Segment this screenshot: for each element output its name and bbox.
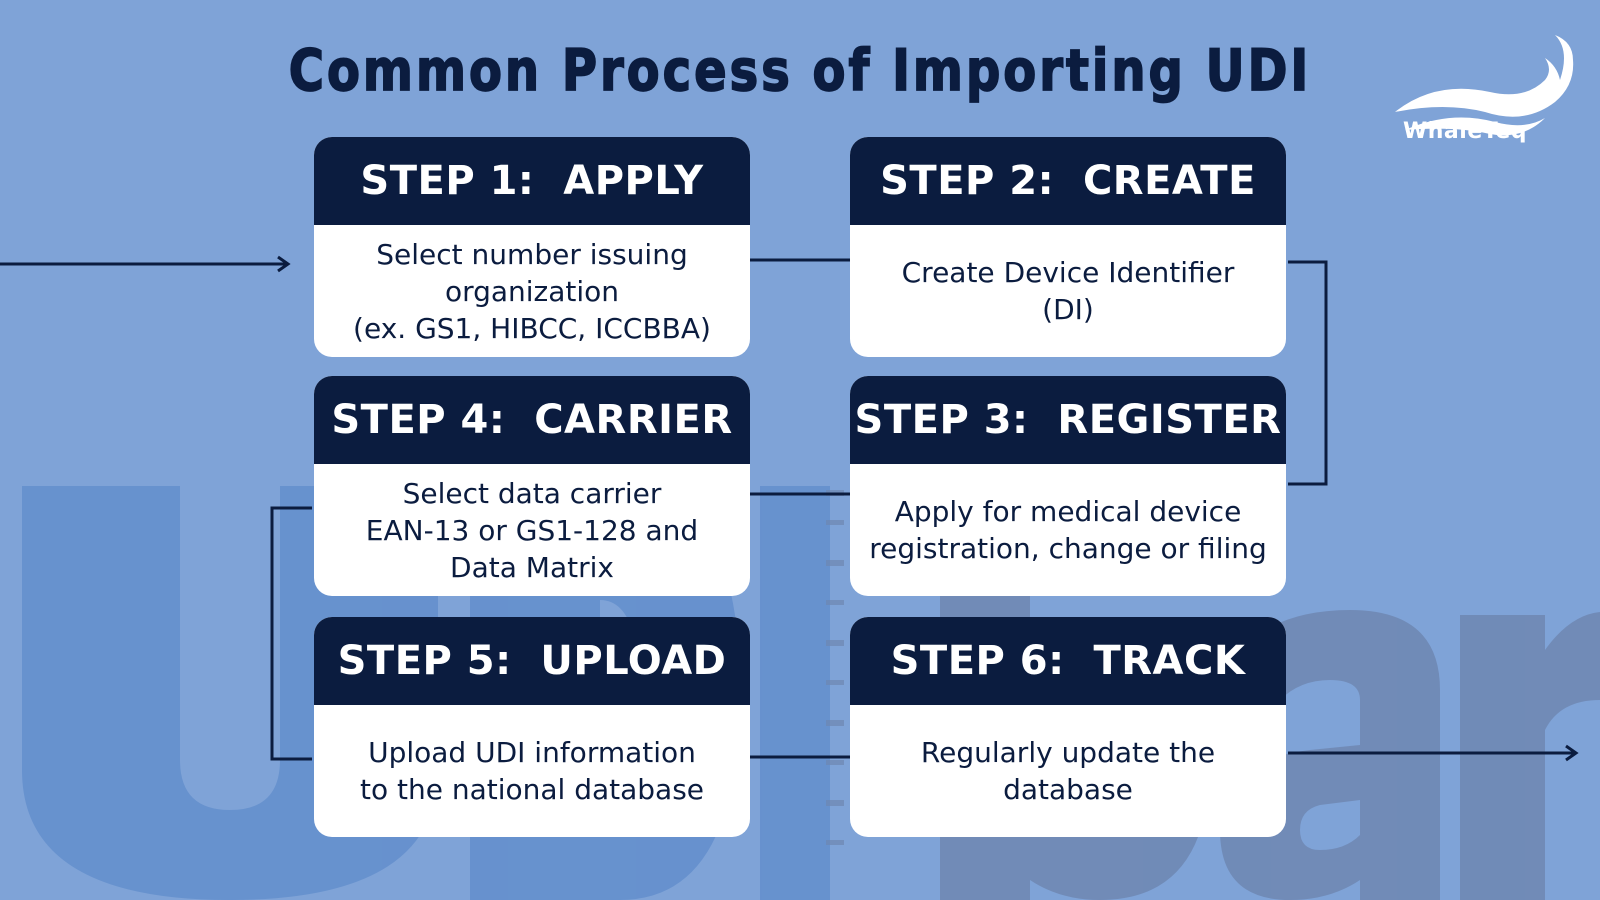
step-text-line: Apply for medical device <box>894 495 1242 528</box>
step-text-line: (ex. GS1, HIBCC, ICCBBA) <box>353 311 711 345</box>
step-text-line: Select number issuing <box>376 237 688 271</box>
step-description: Create Device Identifier (DI) <box>850 225 1286 357</box>
step-card-carrier: STEP 4: CARRIER Select data carrier EAN-… <box>314 376 750 596</box>
step-text-line: database <box>1003 773 1133 806</box>
step-header: STEP 4: CARRIER <box>314 376 750 464</box>
step-text-line: EAN-13 or GS1-128 and <box>365 513 699 547</box>
step-description: Select number issuing organization (ex. … <box>314 225 750 357</box>
step-header: STEP 5: UPLOAD <box>314 617 750 705</box>
step-text-line: Upload UDI information <box>368 736 696 769</box>
step-description: Upload UDI information to the national d… <box>314 705 750 837</box>
whale-tail-icon <box>1395 35 1574 136</box>
step-text-line: Select data carrier <box>402 476 662 510</box>
step-description: Apply for medical device registration, c… <box>850 464 1286 596</box>
step-description: Regularly update the database <box>850 705 1286 837</box>
step-text-line: Create Device Identifier <box>901 256 1235 289</box>
step-card-upload: STEP 5: UPLOAD Upload UDI information to… <box>314 617 750 837</box>
step-header: STEP 6: TRACK <box>850 617 1286 705</box>
step-header: STEP 3: REGISTER <box>850 376 1286 464</box>
step-header: STEP 1: APPLY <box>314 137 750 225</box>
step-header: STEP 2: CREATE <box>850 137 1286 225</box>
page-title: Common Process of Importing UDI <box>288 37 1312 105</box>
step-text-line: registration, change or filing <box>869 532 1267 565</box>
step-text-line: (DI) <box>1042 293 1094 326</box>
step-description: Select data carrier EAN-13 or GS1-128 an… <box>314 464 750 596</box>
step-text-line: organization <box>444 274 620 308</box>
step-text-line: to the national database <box>359 773 705 806</box>
logo-brand-text: WhaleTeq <box>1403 119 1527 144</box>
step-card-register: STEP 3: REGISTER Apply for medical devic… <box>850 376 1286 596</box>
step-card-create: STEP 2: CREATE Create Device Identifier … <box>850 137 1286 357</box>
step-text-line: Data Matrix <box>450 550 614 584</box>
step-text-line: Regularly update the <box>920 736 1216 769</box>
step-card-apply: STEP 1: APPLY Select number issuing orga… <box>314 137 750 357</box>
step-card-track: STEP 6: TRACK Regularly update the datab… <box>850 617 1286 837</box>
